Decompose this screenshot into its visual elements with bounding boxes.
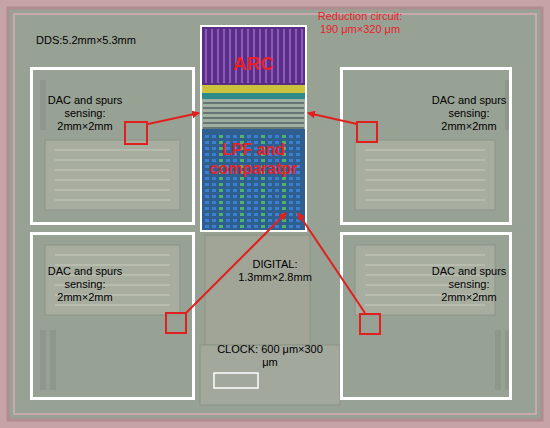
text-holder: DDS:5.2mm×5.3mm	[36, 34, 166, 47]
probe-square	[357, 122, 377, 142]
text-holder: DAC and spurs sensing: 2mm×2mm	[43, 94, 127, 134]
region-label: DAC and spurs sensing: 2mm×2mm	[43, 265, 127, 305]
dimension-label: CLOCK: 600 μm×300 μm	[215, 343, 325, 369]
dimension-label: DIGITAL: 1.3mm×2.8mm	[225, 258, 325, 284]
probe-square	[166, 313, 186, 333]
dac-region: DAC and spurs sensing: 2mm×2mm	[30, 67, 195, 225]
text-holder: DIGITAL: 1.3mm×2.8mm	[225, 258, 325, 284]
dimension-label: DDS:5.2mm×5.3mm	[36, 34, 166, 47]
text-holder: Reduction circuit: 190 μm×320 μm	[312, 10, 408, 36]
clock-outline	[214, 373, 258, 388]
text-holder: CLOCK: 600 μm×300 μm	[215, 343, 325, 369]
text-holder: LPF and comparatpr	[200, 140, 307, 178]
region-label: DAC and spurs sensing: 2mm×2mm	[43, 94, 127, 134]
dac-region: DAC and spurs sensing: 2mm×2mm	[340, 67, 512, 225]
dimension-label: Reduction circuit: 190 μm×320 μm	[312, 10, 408, 36]
text-holder: DAC and spurs sensing: 2mm×2mm	[429, 265, 509, 305]
red-arrow	[298, 213, 365, 313]
block-label: LPF and comparatpr	[200, 140, 307, 178]
dac-region: DAC and spurs sensing: 2mm×2mm	[30, 232, 195, 400]
red-arrow	[186, 213, 286, 313]
circuit-inset: ARC LPF and comparatpr	[200, 25, 307, 232]
probe-square	[125, 122, 147, 144]
block-label: ARC	[200, 53, 307, 76]
region-label: DAC and spurs sensing: 2mm×2mm	[429, 265, 509, 305]
red-arrow	[148, 113, 199, 124]
text-holder: DAC and spurs sensing: 2mm×2mm	[429, 94, 509, 134]
region-label: DAC and spurs sensing: 2mm×2mm	[429, 94, 509, 134]
dac-region: DAC and spurs sensing: 2mm×2mm	[340, 232, 512, 400]
probe-square	[360, 314, 380, 334]
red-arrow	[308, 113, 357, 124]
text-holder: DAC and spurs sensing: 2mm×2mm	[43, 265, 127, 305]
text-holder: ARC	[200, 53, 307, 76]
